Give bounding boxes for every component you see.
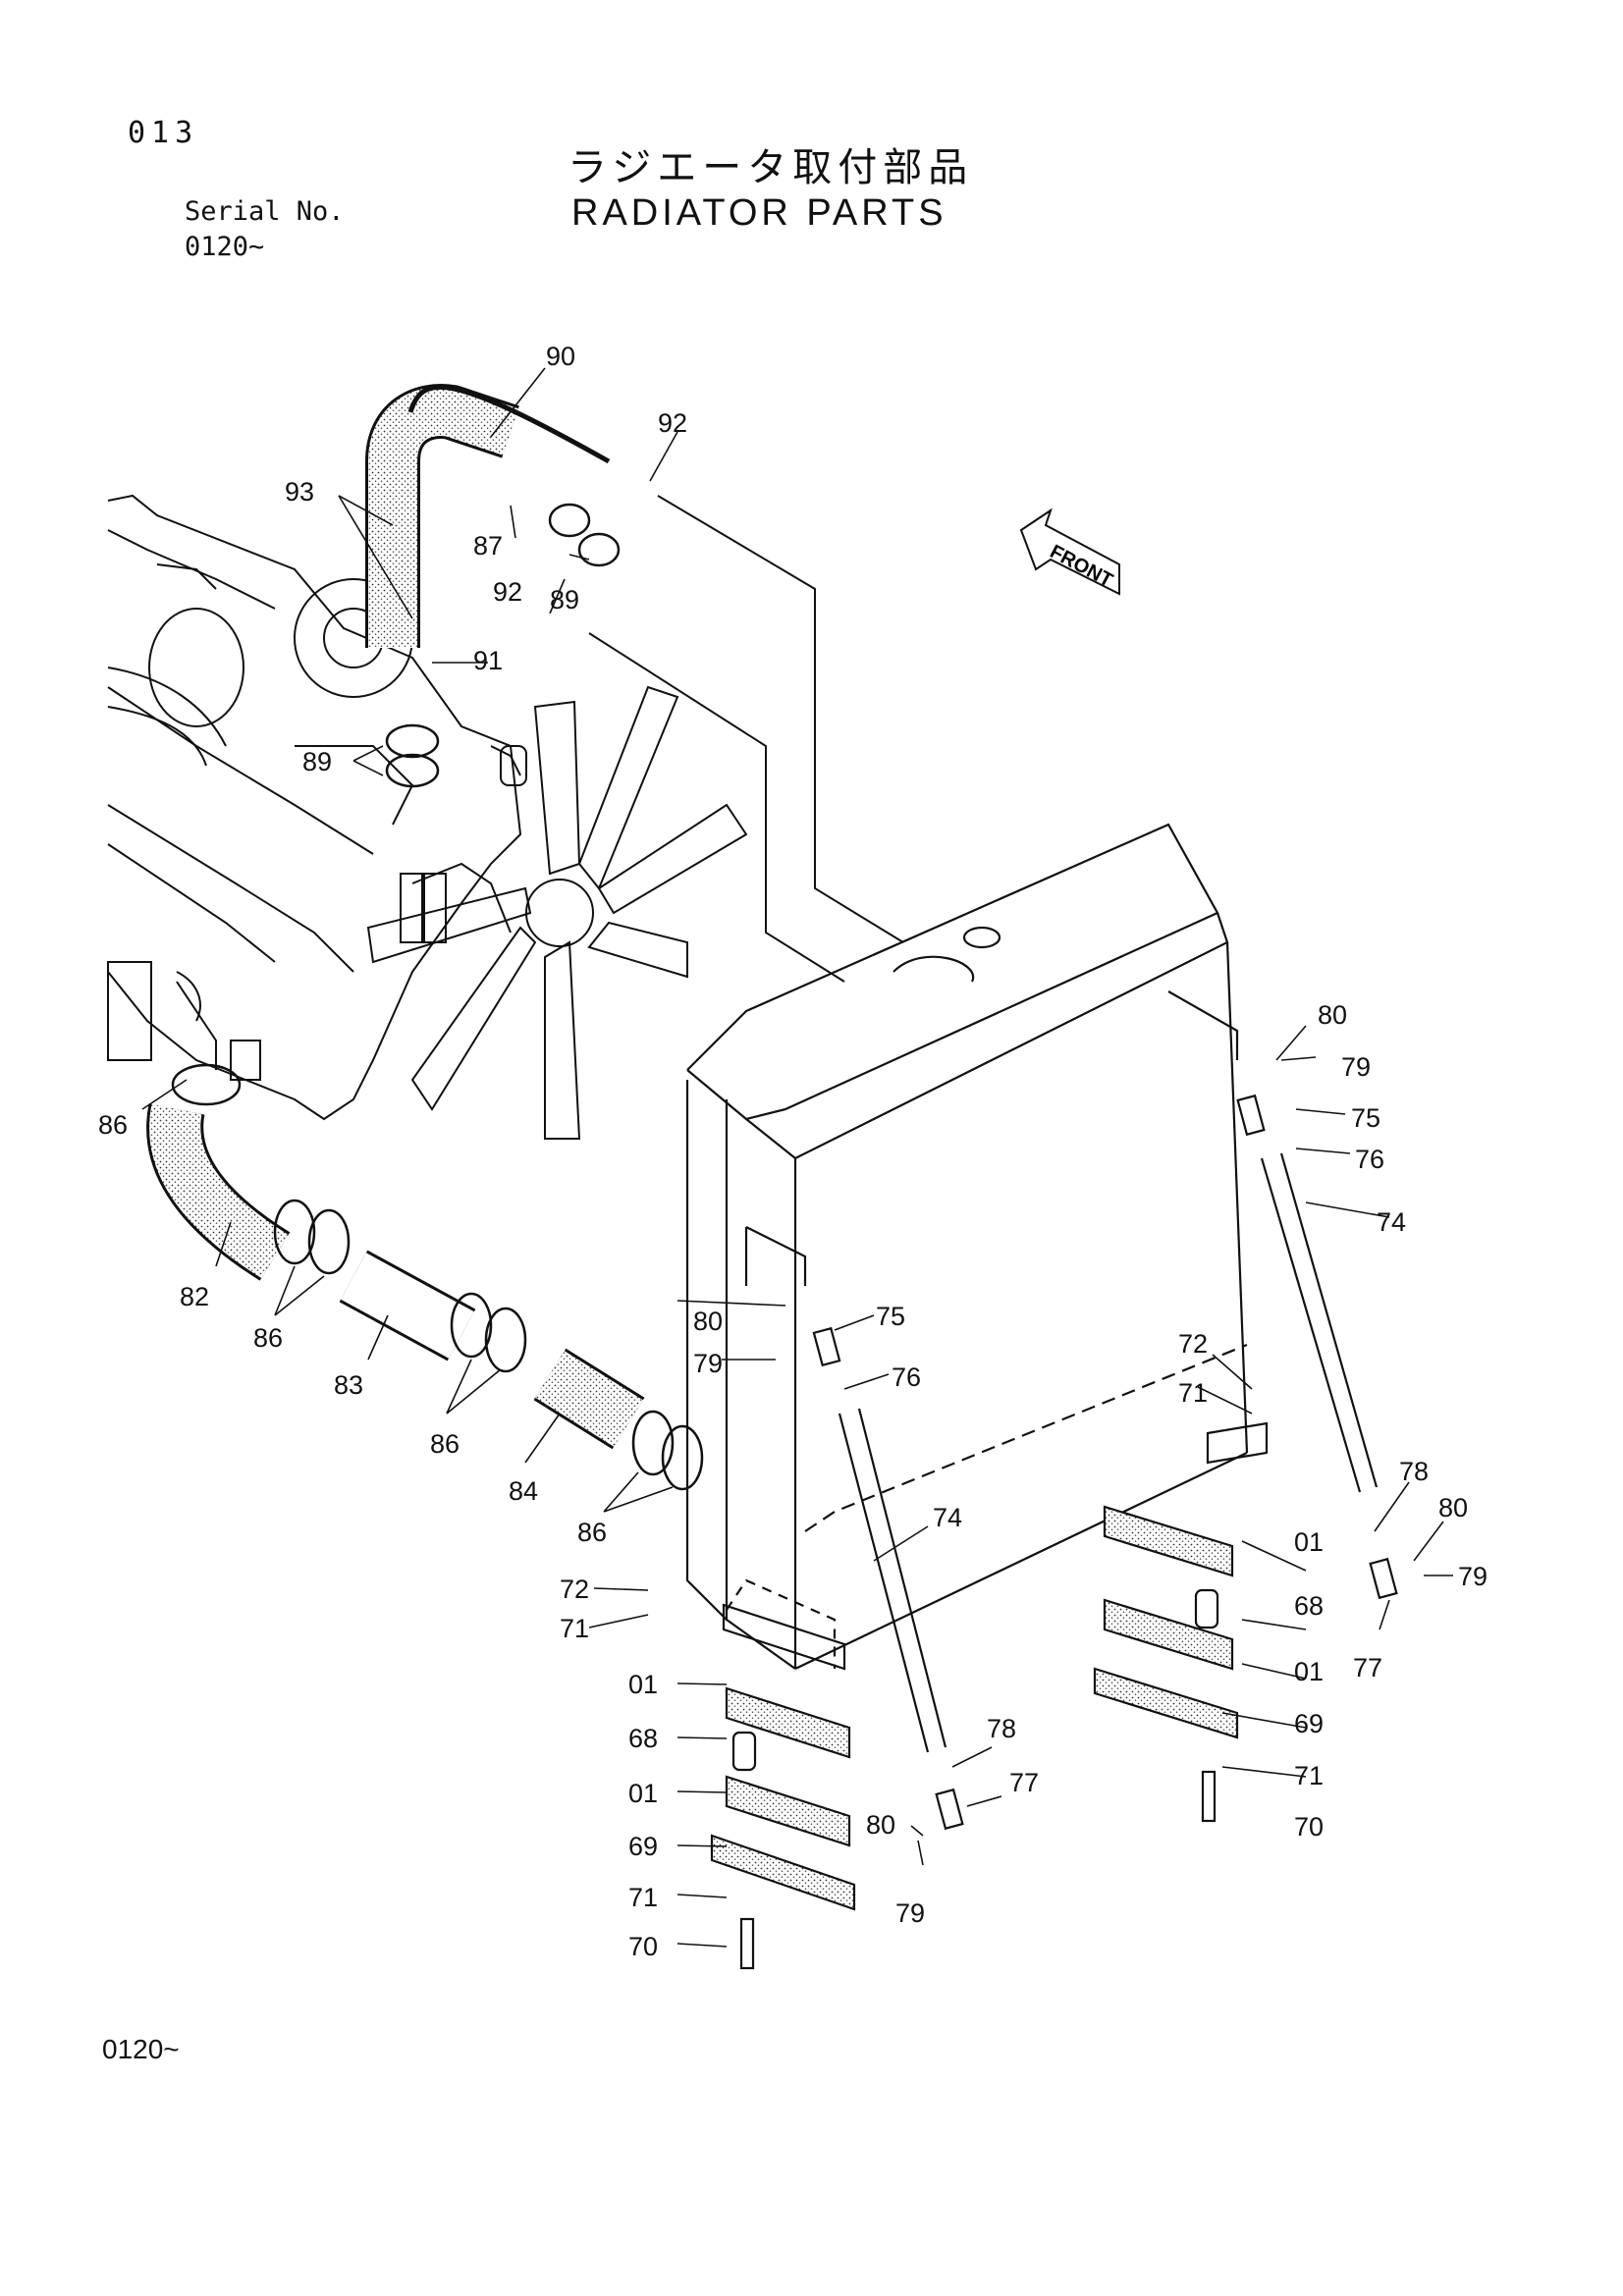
fan-outline	[366, 685, 748, 1140]
callout-76-right-top: 76	[1355, 1145, 1384, 1174]
callout-01-right-top: 01	[1294, 1527, 1324, 1557]
callout-86-third: 86	[430, 1429, 460, 1459]
engine-outline	[107, 494, 527, 1121]
callout-77-middle: 77	[1009, 1768, 1039, 1797]
callout-89-upper: 89	[550, 585, 579, 614]
callout-70-right: 70	[1294, 1812, 1324, 1842]
callout-80-middle: 80	[693, 1307, 723, 1336]
page-number: 013	[128, 116, 199, 150]
callout-69-right: 69	[1294, 1709, 1324, 1738]
front-direction-arrow: FRONT	[1019, 507, 1120, 596]
callout-79-right-bottom: 79	[1458, 1562, 1488, 1591]
callout-71-right-top: 71	[1178, 1378, 1208, 1408]
callout-79-bottom: 79	[895, 1898, 925, 1928]
callout-75-right-top: 75	[1351, 1103, 1380, 1133]
callout-74-right: 74	[1377, 1207, 1406, 1237]
callout-68-left: 68	[628, 1724, 658, 1753]
callout-01-right-second: 01	[1294, 1657, 1324, 1686]
callout-93: 93	[285, 477, 314, 507]
callout-80-bottom: 80	[866, 1810, 895, 1840]
callout-77-right: 77	[1353, 1653, 1382, 1682]
callout-86-second: 86	[253, 1323, 283, 1353]
title-english: RADIATOR PARTS	[571, 192, 947, 234]
footer-serial: 0120~	[102, 2034, 180, 2064]
callout-72-left: 72	[560, 1575, 589, 1604]
serial-value: 0120~	[185, 232, 265, 262]
serial-label: Serial No.	[185, 196, 345, 227]
hose-clamps	[171, 503, 704, 1491]
hoses-and-pipes	[146, 384, 645, 1450]
callout-92-middle: 92	[493, 577, 522, 607]
callout-92-upper: 92	[658, 408, 687, 438]
callout-78-middle: 78	[987, 1714, 1016, 1743]
stays-and-brackets	[710, 1094, 1398, 1970]
callout-79-middle: 79	[693, 1349, 723, 1378]
callout-71-left-bottom: 71	[628, 1883, 658, 1912]
callout-86-top: 86	[98, 1110, 128, 1140]
callout-labels: 90 92 93 87 89 92 91 89 86 82 86 83 86 8…	[98, 342, 1488, 1961]
callout-79-right-top: 79	[1341, 1052, 1371, 1082]
callout-80-right-bottom: 80	[1438, 1493, 1468, 1522]
callout-68-right: 68	[1294, 1591, 1324, 1621]
callout-83: 83	[334, 1370, 363, 1400]
callout-70-left: 70	[628, 1932, 658, 1961]
callout-90-upper: 90	[546, 342, 575, 371]
callout-82: 82	[180, 1282, 209, 1311]
callout-75-middle: 75	[876, 1302, 905, 1331]
callout-71-left-top: 71	[560, 1614, 589, 1643]
callout-71-right-bottom: 71	[1294, 1761, 1324, 1790]
callout-72-right: 72	[1178, 1329, 1208, 1359]
title-japanese: ラジエータ取付部品	[568, 145, 974, 190]
callout-01-left-top: 01	[628, 1670, 658, 1699]
leader-lines	[141, 367, 1453, 1948]
callout-74-middle: 74	[933, 1503, 962, 1532]
callout-76-middle: 76	[892, 1362, 921, 1392]
callout-86-fourth: 86	[577, 1518, 607, 1547]
callout-84: 84	[509, 1476, 538, 1506]
callout-78-right: 78	[1399, 1457, 1429, 1486]
radiator-assembly	[685, 823, 1249, 1670]
callout-69-left: 69	[628, 1832, 658, 1861]
callout-80-right-top: 80	[1318, 1000, 1347, 1030]
callout-91: 91	[473, 646, 503, 675]
callout-87: 87	[473, 531, 503, 561]
callout-01-left-second: 01	[628, 1779, 658, 1808]
connector-guides	[588, 495, 904, 983]
callout-89-middle: 89	[302, 747, 332, 776]
serial-block: Serial No. 0120~	[185, 194, 345, 265]
